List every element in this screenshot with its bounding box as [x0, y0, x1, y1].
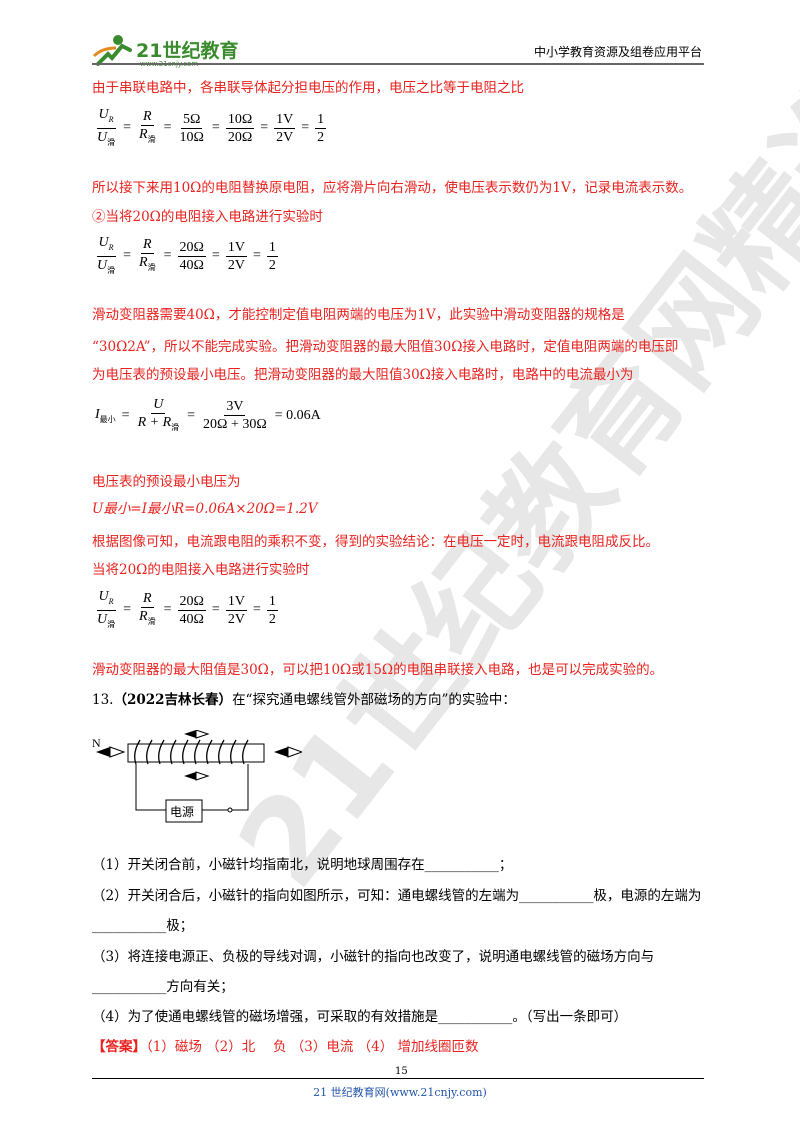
- text-line: 为电压表的预设最小电压。把滑动变阻器的最大阻值30Ω接入电路时，电路中的电流最小…: [92, 367, 634, 383]
- subquestion-2: （2）开关闭合后，小磁针的指向如图所示，可知：通电螺线管的左端为________…: [92, 888, 702, 904]
- text-line: 所以接下来用10Ω的电阻替换原电阻，应将滑片向右滑动，使电压表示数仍为1V，记录…: [92, 180, 693, 196]
- question-number: 13.: [92, 692, 114, 708]
- text-line: 电压表的预设最小电压为: [92, 474, 241, 490]
- text-line: ②当将20Ω的电阻接入电路进行实验时: [92, 209, 323, 225]
- wire-left: [135, 764, 166, 811]
- answer-text: （1）磁场 （2）北 负 （3）电流 （4） 增加线圈匝数: [146, 1039, 479, 1055]
- text-line: “30Ω2A”，所以不能完成实验。把滑动变阻器的最大阻值30Ω接入电路时，定值电…: [92, 339, 679, 355]
- solenoid-figure: N 电源: [92, 730, 302, 823]
- switch-contact: [227, 807, 233, 813]
- text-line: U最小=I最小R=0.06A×20Ω=1.2V: [92, 501, 318, 517]
- wire-right: [232, 764, 249, 811]
- bottom-compass-needle: [184, 771, 210, 781]
- subquestion-3-cont: ___________方向有关；: [92, 979, 234, 995]
- footer-site: 21 世纪教育网(www.21cnjy.com): [313, 1086, 487, 1099]
- power-source-label: 电源: [170, 805, 194, 819]
- compass-n-label: N: [92, 736, 101, 750]
- logo-text: 21世纪教育: [136, 40, 239, 62]
- left-compass-needle: [96, 746, 126, 758]
- question-text: 在“探究通电螺线管外部磁场的方向”的实验中：: [232, 692, 516, 708]
- subquestion-1: （1）开关闭合前，小磁针均指南北，说明地球周围存在___________；: [92, 857, 513, 873]
- subquestion-3: （3）将连接电源正、负极的导线对调，小磁针的指向也改变了，说明通电螺线管的磁场方…: [92, 949, 655, 965]
- question-13-stem: 13.（2022吉林长春）在“探究通电螺线管外部磁场的方向”的实验中：: [92, 690, 516, 710]
- platform-title: 中小学教育资源及组卷应用平台: [533, 45, 702, 59]
- answer-line: 【答案】（1）磁场 （2）北 负 （3）电流 （4） 增加线圈匝数: [92, 1037, 479, 1057]
- solenoid-coil: [134, 739, 249, 765]
- subquestion-2-cont: ___________极；: [92, 918, 194, 934]
- text-line: 根据图像可知，电流跟电阻的乘积不变，得到的实验结论：在电压一定时，电流跟电阻成反…: [92, 534, 659, 550]
- text-line: 当将20Ω的电阻接入电路进行实验时: [92, 562, 310, 578]
- text-line: 滑动变阻器需要40Ω，才能控制定值电阻两端的电压为1V，此实验中滑动变阻器的规格…: [92, 307, 625, 323]
- text-line: 由于串联电路中，各串联导体起分担电压的作用，电压之比等于电阻之比: [92, 80, 524, 96]
- runner-logo-icon: [92, 35, 132, 66]
- header-divider: [92, 63, 704, 65]
- subquestion-4: （4）为了使通电螺线管的磁场增强，可采取的有效措施是___________。（写…: [92, 1009, 628, 1025]
- question-source: （2022吉林长春）: [113, 692, 233, 708]
- text-line: 滑动变阻器的最大阻值是30Ω，可以把10Ω或15Ω的电阻串联接入电路，也是可以完…: [92, 662, 664, 678]
- right-compass-needle: [274, 746, 302, 758]
- top-compass-needle: [184, 730, 210, 739]
- answer-tag: 【答案】: [92, 1039, 146, 1055]
- page-number: 15: [395, 1066, 408, 1077]
- footer-divider: [92, 1078, 704, 1079]
- power-source-box: [165, 799, 203, 823]
